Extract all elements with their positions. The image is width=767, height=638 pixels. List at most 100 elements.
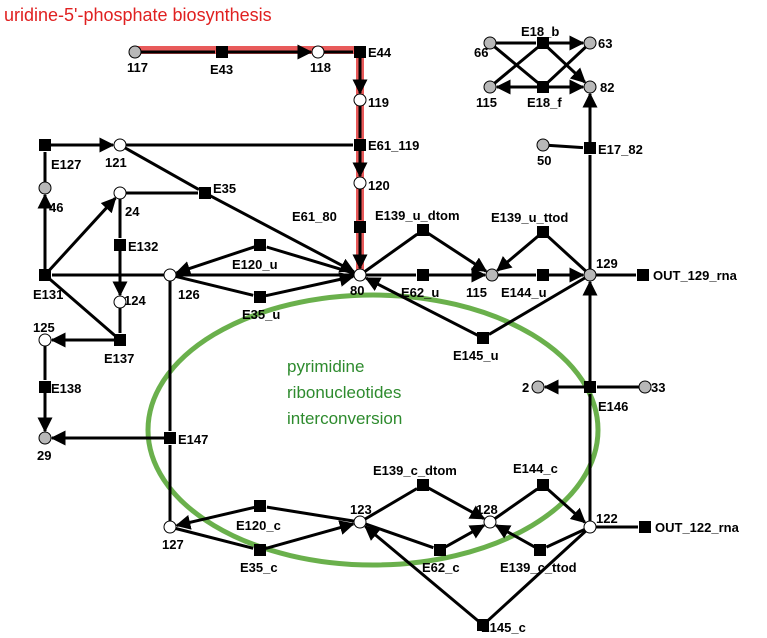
region-label-line-1: pyrimidine xyxy=(287,357,364,376)
metabolite-node-128[interactable] xyxy=(483,515,497,529)
metabolite-node-126[interactable] xyxy=(163,268,177,282)
edge-E35-80 xyxy=(209,194,356,274)
metabolite-node-33[interactable] xyxy=(638,380,652,394)
reaction-label-E44: E44 xyxy=(368,45,392,60)
reaction-label-E35_u: E35_u xyxy=(242,307,280,322)
edge-129-E139_u_ttod xyxy=(547,235,587,273)
metabolite-label-2: 2 xyxy=(522,380,529,395)
reaction-node-E131[interactable] xyxy=(39,269,51,281)
metabolite-node-115b[interactable] xyxy=(483,80,497,94)
metabolite-node-123[interactable] xyxy=(353,515,367,529)
metabolite-node-120[interactable] xyxy=(353,176,367,190)
metabolite-node-29[interactable] xyxy=(38,431,52,445)
metabolite-node-66[interactable] xyxy=(483,36,497,50)
metabolite-label-118: 118 xyxy=(310,60,331,75)
edge-E120_c-127 xyxy=(175,505,255,530)
edge-129-E145_u xyxy=(488,276,586,336)
metabolite-node-80[interactable] xyxy=(353,268,367,282)
reaction-node-E127[interactable] xyxy=(39,139,51,151)
reaction-node-E144_u[interactable] xyxy=(537,269,549,281)
reaction-label-E120_u: E120_u xyxy=(232,257,278,272)
reaction-node-E139_u_dtom[interactable] xyxy=(417,224,429,236)
edge-122-E139_c_ttod xyxy=(545,528,586,549)
metabolite-node-129[interactable] xyxy=(583,268,597,282)
reaction-node-E62_c[interactable] xyxy=(434,544,446,556)
metabolite-node-50[interactable] xyxy=(536,138,550,152)
metabolite-label-29: 29 xyxy=(37,448,51,463)
diagram-title: uridine-5'-phosphate biosynthesis xyxy=(4,5,272,25)
reaction-label-E145_u: E145_u xyxy=(453,348,499,363)
reaction-label-E131: E131 xyxy=(33,287,63,302)
reaction-node-E35[interactable] xyxy=(199,187,211,199)
reaction-label-E18_b: E18_b xyxy=(521,24,559,39)
reaction-node-E18_f[interactable] xyxy=(537,81,549,93)
reaction-node-E61_119[interactable] xyxy=(354,139,366,151)
metabolite-node-46[interactable] xyxy=(38,181,52,195)
metabolite-node-122[interactable] xyxy=(583,520,597,534)
metabolite-node-2[interactable] xyxy=(531,380,545,394)
reaction-label-E138: E138 xyxy=(51,381,81,396)
metabolite-label-119: 119 xyxy=(368,95,389,110)
reaction-node-E120_u[interactable] xyxy=(254,239,266,251)
metabolite-node-117[interactable] xyxy=(128,45,142,59)
edge-127-E35_c xyxy=(175,527,254,550)
reaction-label-E145_c: E145_c xyxy=(481,620,526,635)
reaction-label-E61_80: E61_80 xyxy=(292,209,337,224)
metabolite-label-122: 122 xyxy=(596,511,618,526)
reaction-node-E139_u_ttod[interactable] xyxy=(537,226,549,238)
reaction-label-E147: E147 xyxy=(178,432,208,447)
reaction-node-E139_c_dtom[interactable] xyxy=(417,479,429,491)
reaction-label-E132: E132 xyxy=(128,239,158,254)
metabolite-node-127[interactable] xyxy=(163,520,177,534)
metabolite-node-119[interactable] xyxy=(353,93,367,107)
edge-E62_c-128 xyxy=(444,524,486,549)
reaction-node-E144_c[interactable] xyxy=(537,479,549,491)
reaction-node-E139_c_ttod[interactable] xyxy=(534,544,546,556)
edge-123-E120_c xyxy=(266,505,355,523)
reaction-node-E61_80[interactable] xyxy=(354,221,366,233)
metabolite-label-66: 66 xyxy=(474,45,488,60)
reaction-node-E145_u[interactable] xyxy=(477,332,489,344)
metabolite-node-121[interactable] xyxy=(113,138,127,152)
reaction-node-E43[interactable] xyxy=(216,46,228,58)
reaction-node-E18_b[interactable] xyxy=(537,37,549,49)
edge-121-E35 xyxy=(124,146,200,191)
reaction-node-E138[interactable] xyxy=(39,381,51,393)
edge-E145_u-80 xyxy=(364,276,479,337)
metabolite-node-118[interactable] xyxy=(311,45,325,59)
reaction-node-OUT_122_rna[interactable] xyxy=(639,521,651,533)
metabolite-node-82[interactable] xyxy=(583,80,597,94)
reaction-label-E139_u_dtom: E139_u_dtom xyxy=(375,208,460,223)
metabolite-node-125[interactable] xyxy=(38,333,52,347)
reaction-label-E35: E35 xyxy=(213,181,236,196)
metabolite-label-117: 117 xyxy=(127,60,148,75)
reaction-label-OUT_122_rna: OUT_122_rna xyxy=(655,520,740,535)
reaction-node-E35_u[interactable] xyxy=(254,291,266,303)
edge-126-E35_u xyxy=(175,274,254,297)
metabolite-node-63[interactable] xyxy=(583,36,597,50)
metabolite-label-121: 121 xyxy=(105,155,127,170)
metabolite-label-124: 124 xyxy=(124,293,146,308)
reaction-node-E62_u[interactable] xyxy=(417,269,429,281)
reaction-node-OUT_129_rna[interactable] xyxy=(637,269,649,281)
edge-E139_c_ttod-128 xyxy=(494,524,536,549)
reaction-node-E35_c[interactable] xyxy=(254,544,266,556)
metabolite-node-124[interactable] xyxy=(113,295,127,309)
reaction-label-E62_u: E62_u xyxy=(401,285,439,300)
reaction-node-E145_c[interactable] xyxy=(477,619,489,631)
reaction-node-E132[interactable] xyxy=(114,239,126,251)
reaction-label-E17_82: E17_82 xyxy=(598,142,643,157)
reaction-label-OUT_129_rna: OUT_129_rna xyxy=(653,268,738,283)
metabolite-label-33: 33 xyxy=(651,380,665,395)
reaction-node-E147[interactable] xyxy=(164,432,176,444)
reaction-node-E146[interactable] xyxy=(584,381,596,393)
reaction-node-E44[interactable] xyxy=(354,46,366,58)
reaction-node-E120_c[interactable] xyxy=(254,500,266,512)
reaction-label-E146: E146 xyxy=(598,399,628,414)
reaction-label-E18_f: E18_f xyxy=(527,95,562,110)
reaction-node-E137[interactable] xyxy=(114,334,126,346)
metabolite-node-24[interactable] xyxy=(113,186,127,200)
reaction-node-E17_82[interactable] xyxy=(584,142,596,154)
metabolite-node-115[interactable] xyxy=(485,268,499,282)
